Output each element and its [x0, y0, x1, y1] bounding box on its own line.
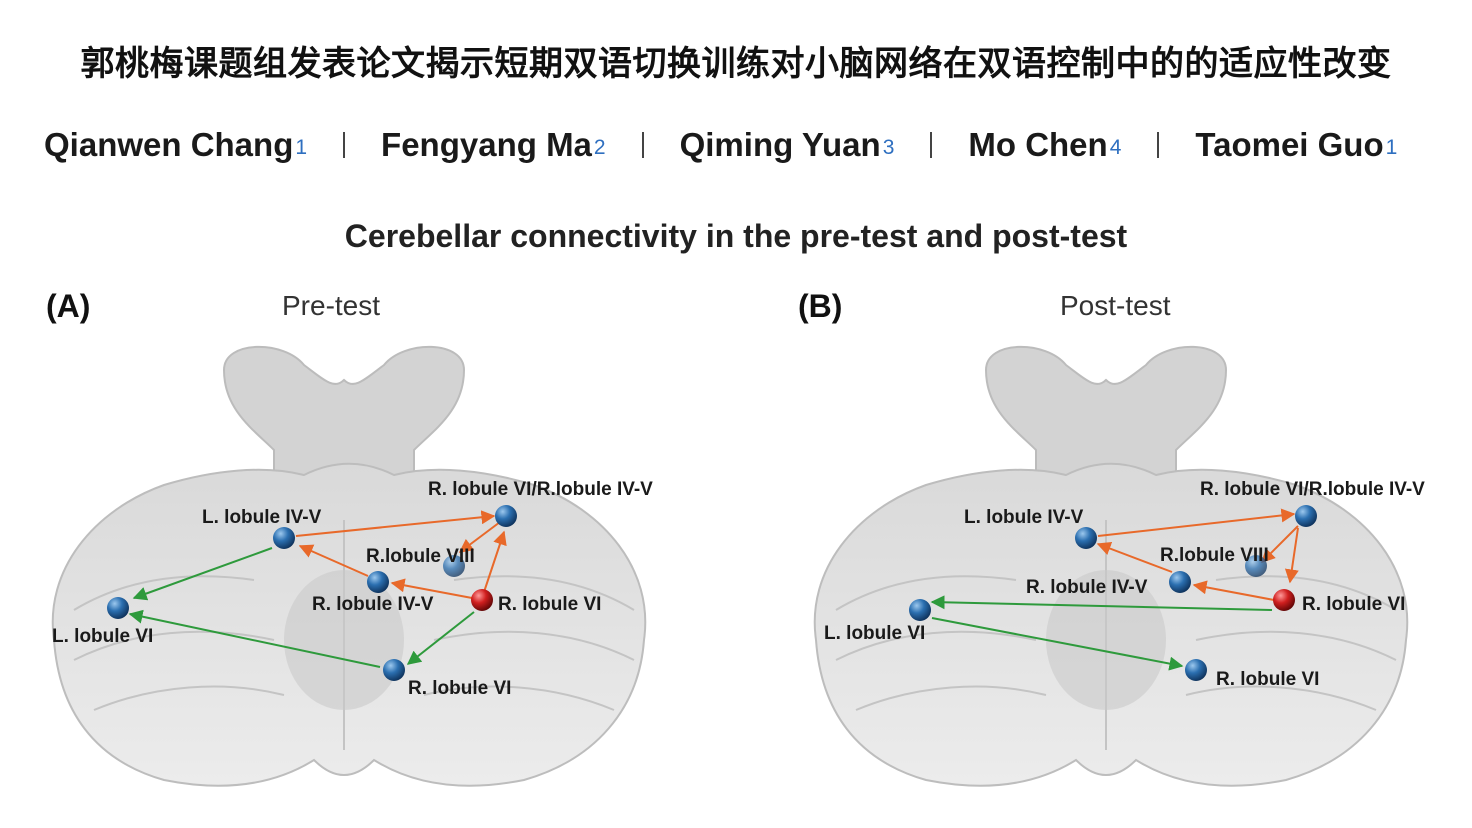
node-r-vi: [1185, 659, 1207, 681]
node-r-ivv: [1169, 571, 1191, 593]
panel-name: Post-test: [1060, 290, 1171, 321]
node-l-ivv: [1075, 527, 1097, 549]
node-r-viii: [443, 555, 465, 577]
author-affiliation: 1: [1385, 136, 1398, 159]
author-separator: [930, 132, 933, 158]
connections: [930, 508, 1299, 671]
author-name: Qiming Yuan: [679, 126, 881, 163]
label-l-vi: L. lobule VI: [824, 623, 925, 644]
label-r-vi-ivv: R. lobule VI/R.lobule IV-V: [1200, 479, 1425, 500]
panel-pre-test: R. lobule VI/R.lobule IV-V L. lobule IV-…: [34, 280, 734, 820]
node-r-vi-ivv: [1295, 505, 1317, 527]
cerebellum-shape: [813, 345, 1409, 787]
author-separator: [641, 132, 644, 158]
node-l-vi: [909, 599, 931, 621]
author-name: Taomei Guo: [1195, 126, 1384, 163]
author-affiliation: 1: [295, 136, 308, 159]
panel-post-test: R. lobule VI/R.lobule IV-V L. lobule IV-…: [786, 280, 1472, 820]
author-separator: [1157, 132, 1160, 158]
label-l-ivv: L. lobule IV-V: [964, 507, 1084, 528]
panel-name: Pre-test: [282, 290, 381, 321]
node-labels: R. lobule VI/R.lobule IV-V L. lobule IV-…: [824, 479, 1425, 690]
author-name: Fengyang Ma: [381, 126, 592, 163]
cerebellum-diagram-post: R. lobule VI/R.lobule IV-V L. lobule IV-…: [813, 345, 1425, 787]
news-headline: 郭桃梅课题组发表论文揭示短期双语切换训练对小脑网络在双语控制中的的适应性改变: [80, 44, 1392, 84]
author-name: Qianwen Chang: [44, 126, 294, 163]
arrow-r-vi-to-l-vi: [128, 609, 381, 668]
author-affiliation: 4: [1109, 136, 1122, 159]
label-r-viii: R.lobule VIII: [366, 546, 475, 567]
arrow-l-ivv-to-l-vi: [132, 547, 273, 601]
label-l-ivv: L. lobule IV-V: [202, 507, 322, 528]
arrow-l-vi-to-r-vi: [931, 617, 1184, 671]
arrow-r-ivv-to-l-ivv: [1096, 541, 1173, 573]
nodes: [107, 505, 517, 681]
nodes: [909, 505, 1317, 681]
label-r-vi: R. lobule VI: [1216, 669, 1319, 690]
author-affiliation: 3: [882, 136, 895, 159]
node-labels: R. lobule VI/R.lobule IV-V L. lobule IV-…: [52, 479, 653, 699]
arrow-seed-to-r-vi-ivv: [483, 530, 507, 593]
author-name: Mo Chen: [968, 126, 1108, 163]
node-l-ivv: [273, 527, 295, 549]
node-r-vi-ivv: [495, 505, 517, 527]
label-seed-r-vi: R. lobule VI: [1302, 594, 1405, 615]
arrow-r-ivv-to-l-ivv: [298, 544, 369, 577]
arrow-r-vi-ivv-to-r-viii: [458, 521, 501, 553]
label-r-viii: R.lobule VIII: [1160, 545, 1269, 566]
label-r-ivv: R. lobule IV-V: [312, 594, 434, 615]
arrow-r-vi-ivv-to-seed: [1284, 527, 1299, 584]
arrow-seed-to-r-ivv: [1192, 580, 1275, 601]
node-seed-r-vi: [471, 589, 493, 611]
arrow-r-vi-ivv-to-r-viii: [1261, 525, 1299, 563]
arrow-l-ivv-to-r-vi-ivv: [1097, 508, 1296, 537]
label-l-vi: L. lobule VI: [52, 626, 153, 647]
label-r-vi: R. lobule VI: [408, 678, 511, 699]
label-r-vi-ivv: R. lobule VI/R.lobule IV-V: [428, 479, 653, 500]
cerebellum-diagram-pre: R. lobule VI/R.lobule IV-V L. lobule IV-…: [51, 345, 653, 787]
author-separator: [343, 132, 346, 158]
label-seed-r-vi: R. lobule VI: [498, 594, 601, 615]
panel-letter: (A): [46, 288, 91, 324]
node-l-vi: [107, 597, 129, 619]
arrow-seed-to-r-ivv: [390, 578, 473, 599]
node-r-ivv: [367, 571, 389, 593]
arrow-seed-to-l-vi: [930, 595, 1273, 611]
author-affiliation: 2: [593, 136, 606, 159]
arrow-seed-to-r-vi: [406, 611, 475, 665]
figure-title: Cerebellar connectivity in the pre-test …: [344, 218, 1128, 254]
node-seed-r-vi: [1273, 589, 1295, 611]
connections: [128, 510, 507, 668]
panel-letter: (B): [798, 288, 843, 324]
node-r-viii: [1245, 555, 1267, 577]
cerebellum-shape: [51, 345, 647, 787]
label-r-ivv: R. lobule IV-V: [1026, 577, 1148, 598]
node-r-vi: [383, 659, 405, 681]
arrow-l-ivv-to-r-vi-ivv: [295, 510, 496, 537]
